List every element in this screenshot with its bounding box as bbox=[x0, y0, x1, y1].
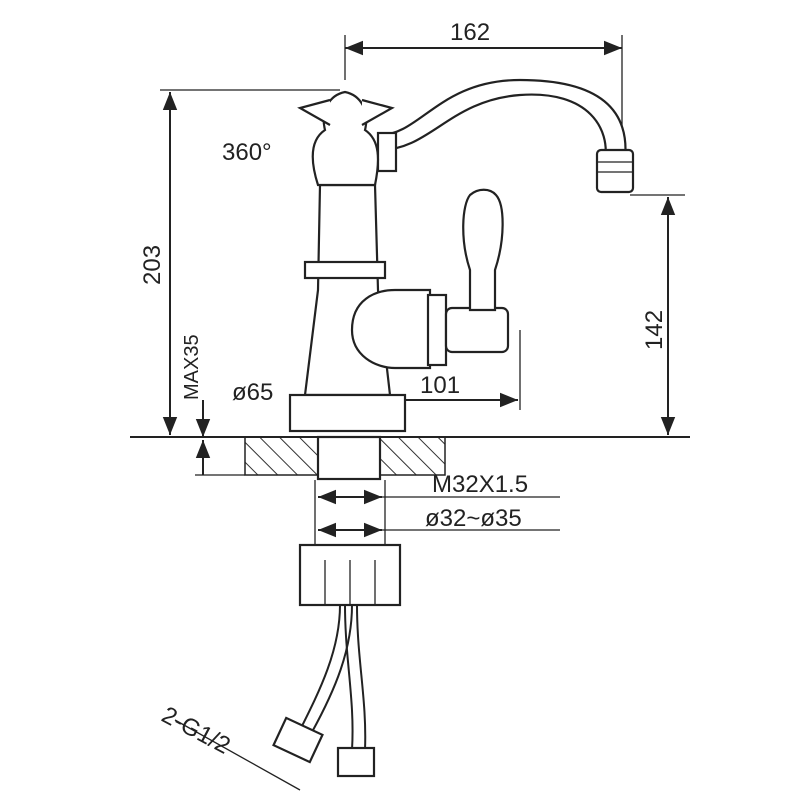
dimension-lines bbox=[160, 35, 685, 791]
label-g12: 2-G1/2 bbox=[157, 701, 234, 759]
label-203: 203 bbox=[139, 245, 166, 285]
label-hole-diameter: ø32~ø35 bbox=[425, 505, 522, 532]
faucet-body bbox=[288, 78, 635, 433]
countertop bbox=[130, 436, 690, 476]
hose-left bbox=[299, 604, 353, 733]
hose-nut-right bbox=[336, 746, 376, 778]
spout-joint bbox=[376, 131, 398, 173]
aerator bbox=[595, 148, 635, 194]
hose-right bbox=[344, 604, 367, 751]
valve-collar bbox=[426, 293, 448, 367]
label-360: 360° bbox=[222, 139, 272, 166]
base-plate bbox=[288, 393, 407, 433]
handle-base bbox=[444, 306, 510, 354]
label-101: 101 bbox=[420, 372, 460, 399]
label-thread: M32X1.5 bbox=[432, 471, 528, 498]
mounting-assembly bbox=[272, 435, 402, 778]
threaded-shank bbox=[316, 435, 382, 481]
valve-housing bbox=[350, 288, 432, 370]
label-65: ø65 bbox=[232, 379, 273, 406]
handle-lever bbox=[462, 188, 504, 312]
body-ring bbox=[303, 260, 387, 280]
spout bbox=[378, 78, 627, 162]
label-142: 142 bbox=[641, 310, 668, 350]
hose-nut-left bbox=[272, 716, 324, 764]
label-max35: MAX35 bbox=[181, 334, 203, 400]
label-162: 162 bbox=[450, 19, 490, 46]
rotation-arrows bbox=[297, 98, 395, 126]
